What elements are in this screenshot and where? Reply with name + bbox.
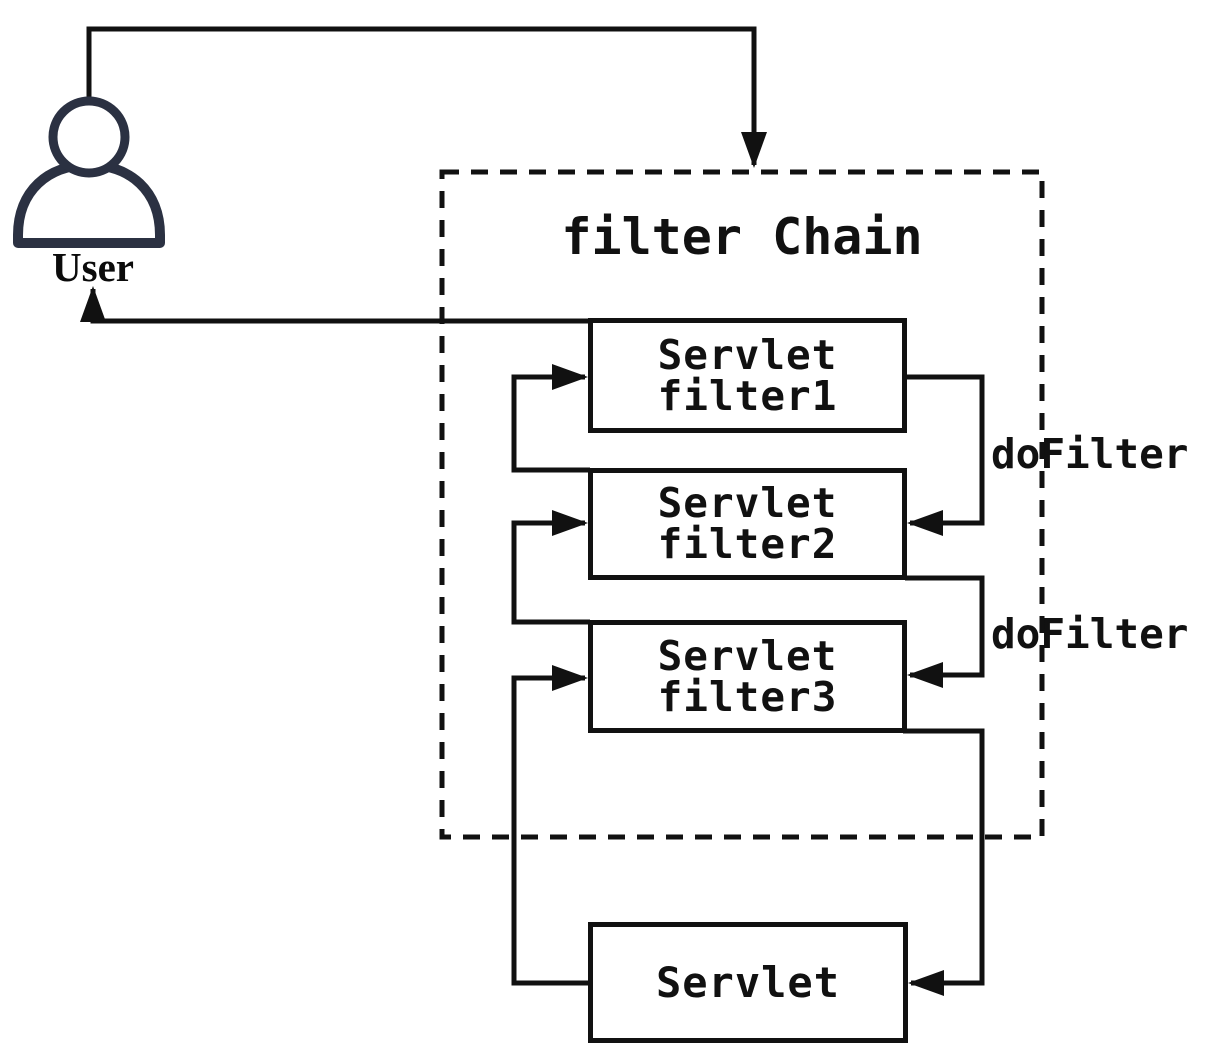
dofilter-filter2-to-filter3-arrow bbox=[905, 575, 985, 688]
servlet-filter2-label-line1: Servlet bbox=[657, 479, 838, 527]
servlet-filter1-label-line2: filter1 bbox=[657, 371, 838, 420]
filter3-to-servlet-arrow bbox=[903, 728, 985, 996]
dofilter-label-2: doFilter bbox=[991, 610, 1189, 658]
servlet-box-label: Servlet bbox=[655, 958, 840, 1007]
dofilter-label-1: doFilter bbox=[991, 430, 1189, 478]
response-filter3-to-filter2-arrow bbox=[511, 510, 590, 625]
servlet-filter1-label-line1: Servlet bbox=[657, 330, 838, 379]
user-icon bbox=[13, 96, 165, 248]
user-head bbox=[48, 96, 130, 178]
request-arrow bbox=[86, 26, 767, 168]
dofilter-filter1-to-filter2-arrow bbox=[905, 374, 985, 536]
response-servlet-to-filter3-arrow bbox=[511, 665, 590, 986]
filter-chain-boundary bbox=[439, 169, 1045, 840]
servlet-filter2-label-line2: filter2 bbox=[657, 520, 838, 568]
response-to-user-arrow bbox=[80, 286, 590, 324]
user-label: User bbox=[52, 244, 134, 290]
servlet-filter2-box: Servlet filter2 bbox=[588, 468, 907, 580]
servlet-filter1-box: Servlet filter1 bbox=[588, 318, 907, 433]
servlet-box: Servlet bbox=[588, 922, 908, 1043]
servlet-filter3-label-line1: Servlet bbox=[657, 631, 838, 680]
servlet-filter3-label-line2: filter3 bbox=[657, 672, 838, 721]
servlet-filter3-box: Servlet filter3 bbox=[588, 620, 907, 733]
filter-chain-title: filter Chain bbox=[561, 208, 923, 266]
response-filter2-to-filter1-arrow bbox=[511, 364, 590, 473]
